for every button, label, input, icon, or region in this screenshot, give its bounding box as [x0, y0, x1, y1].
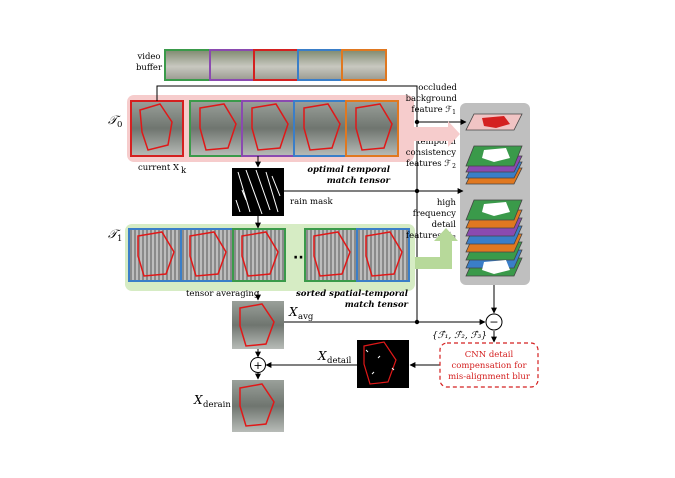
high-frequency-detail-feature-layers	[465, 199, 523, 277]
svg-text:mis-alignment blur: mis-alignment blur	[448, 372, 531, 382]
junction-dots	[414, 119, 420, 325]
x-derain-image	[232, 380, 284, 432]
minus-circle-icon: −	[485, 313, 503, 331]
svg-text:X: X	[317, 349, 327, 363]
svg-text:current X: current X	[138, 163, 180, 173]
svg-text:buffer: buffer	[136, 63, 163, 73]
svg-text:1: 1	[117, 234, 122, 244]
svg-text:video: video	[136, 52, 160, 62]
svg-text:compensation for: compensation for	[451, 361, 527, 371]
green-feature-arrow	[415, 228, 458, 269]
svg-text:high: high	[437, 198, 457, 208]
svg-text:match tensor: match tensor	[345, 300, 409, 310]
occluded-background-feature-layer	[465, 113, 523, 131]
x-derain-label: X derain	[193, 393, 231, 410]
svg-text:occluded: occluded	[418, 83, 457, 93]
svg-text:X: X	[288, 305, 298, 319]
rain-mask-image	[232, 168, 284, 216]
temporal-consistency-feature-layers	[465, 145, 523, 185]
plus-circle-icon: +	[250, 357, 266, 373]
svg-text:frequency: frequency	[413, 209, 456, 219]
optimal-temporal-tensor-label: optimal temporal match tensor	[307, 165, 390, 186]
svg-text:optimal temporal: optimal temporal	[307, 165, 390, 175]
svg-text:−: −	[489, 316, 498, 329]
current-xk-label: current X k	[138, 163, 187, 176]
svg-text:features ℱ: features ℱ	[406, 231, 451, 241]
t1-label: 𝒯 1	[108, 227, 122, 244]
svg-text:match tensor: match tensor	[327, 176, 391, 186]
svg-text:consistency: consistency	[406, 148, 456, 158]
x-avg-label: X avg	[288, 305, 314, 322]
pink-feature-arrow	[414, 121, 460, 147]
ellipsis-dots: ··	[293, 250, 304, 266]
svg-text:2: 2	[452, 163, 456, 170]
sorted-tensor-frames: ··	[128, 228, 410, 282]
current-frame-xk	[130, 100, 184, 157]
x-detail-label: X detail	[317, 349, 352, 366]
connector-lines	[156, 85, 497, 380]
video-buffer-strip	[164, 49, 387, 81]
svg-text:0: 0	[117, 120, 122, 130]
svg-text:features ℱ: features ℱ	[406, 159, 451, 169]
occluded-background-feature-label: occluded background feature ℱ 1	[406, 83, 458, 116]
svg-text:k: k	[181, 166, 187, 176]
x-detail-image	[357, 340, 409, 388]
svg-text:1: 1	[452, 109, 456, 116]
svg-text:avg: avg	[298, 312, 314, 322]
sorted-tensor-label: sorted spatial-temporal match tensor	[296, 289, 409, 310]
optimal-temporal-tensor-frames	[189, 100, 399, 157]
tensor-averaging-label: tensor averaging	[186, 289, 260, 299]
svg-text:CNN detail: CNN detail	[465, 350, 514, 360]
svg-text:feature ℱ: feature ℱ	[411, 105, 452, 115]
temporal-consistency-feature-label: temporal consistency features ℱ 2	[406, 137, 457, 170]
svg-text:derain: derain	[203, 400, 231, 410]
rain-mask-label: rain mask	[290, 197, 334, 207]
svg-text:detail: detail	[432, 220, 457, 230]
x-avg-image	[232, 301, 284, 349]
t0-label: 𝒯 0	[108, 113, 122, 130]
svg-text:sorted spatial-temporal: sorted spatial-temporal	[296, 289, 409, 299]
svg-text:detail: detail	[327, 356, 352, 366]
svg-text:+: +	[253, 359, 262, 372]
svg-text:X: X	[193, 393, 203, 407]
cnn-detail-compensation-box: CNN detail compensation for mis-alignmen…	[439, 342, 539, 388]
svg-text:background: background	[406, 94, 458, 104]
video-buffer-label: video buffer	[136, 52, 163, 73]
feature-set-label: {ℱ̂₁, ℱ̂₂, ℱ̂₃}	[432, 330, 487, 341]
svg-text:temporal: temporal	[417, 137, 456, 147]
